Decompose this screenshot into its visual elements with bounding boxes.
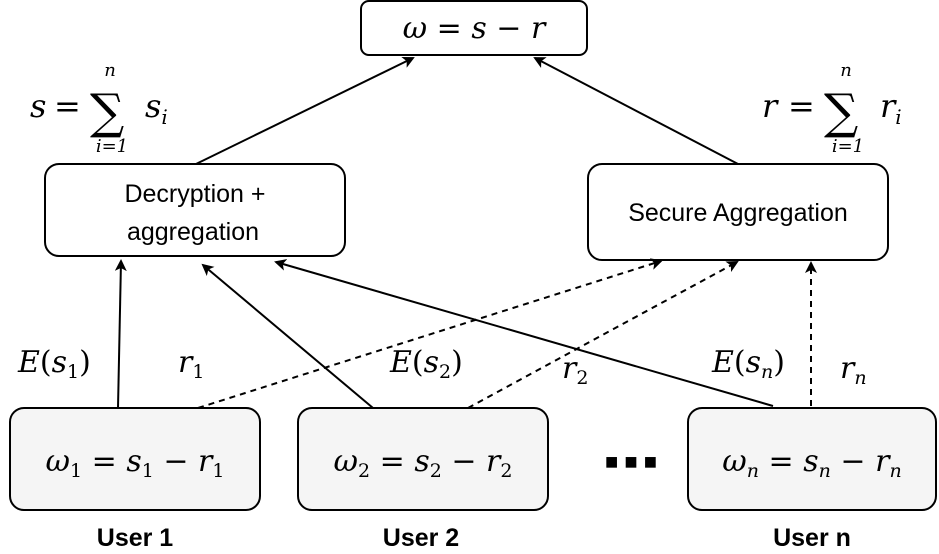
edge-label-e-s1: E(s1) xyxy=(17,345,91,383)
decryption-aggregation-box xyxy=(44,163,346,257)
decryption-label-line1: Decryption + xyxy=(124,180,265,208)
edge-label-e-sn: E(sn) xyxy=(711,345,785,383)
edge-label-rn: rn xyxy=(840,351,867,389)
arrow-user2-mask xyxy=(467,261,739,409)
r-sum-formula: r = ∑ n i=1 ri xyxy=(762,60,902,157)
user-2-box xyxy=(297,407,549,511)
svg-text:si: si xyxy=(145,87,168,129)
svg-text:s: s xyxy=(30,87,46,125)
arrow-user2-encrypted xyxy=(201,263,374,409)
user-1-formula: ω1 = s1 − r1 xyxy=(46,444,225,482)
omega-formula: ω = s − r xyxy=(403,11,547,46)
edge-label-r2: r2 xyxy=(562,351,588,389)
svg-text:∑: ∑ xyxy=(824,84,858,140)
arrow-user1-encrypted xyxy=(114,259,127,409)
secure-aggregation-label: Secure Aggregation xyxy=(628,199,848,227)
user-2-formula: ω2 = s2 − r2 xyxy=(334,444,513,482)
svg-text:i=1: i=1 xyxy=(96,136,128,157)
svg-text:=: = xyxy=(788,87,815,125)
edge-label-r1: r1 xyxy=(178,345,204,383)
arrow-decryption-to-omega xyxy=(195,56,415,165)
s-sum-formula: s = ∑ n i=1 si xyxy=(30,60,168,157)
arrow-secure-to-omega xyxy=(533,57,739,165)
omega-result-box xyxy=(360,0,588,56)
user-n-label: User n xyxy=(773,524,851,552)
user-n-box xyxy=(687,407,937,511)
user-1-box xyxy=(9,407,261,511)
user-n-formula: ωn = sn − rn xyxy=(722,444,901,482)
svg-text:=: = xyxy=(54,87,81,125)
svg-text:ri: ri xyxy=(880,87,902,129)
arrow-usern-encrypted xyxy=(274,259,774,407)
svg-text:∑: ∑ xyxy=(90,84,124,140)
ellipsis-more-users: ■ ■ ■ xyxy=(605,449,657,474)
svg-text:n: n xyxy=(840,60,852,81)
svg-text:r: r xyxy=(762,87,779,125)
edge-label-e-s2: E(s2) xyxy=(389,345,463,383)
arrow-user1-mask xyxy=(197,258,663,409)
user-1-label: User 1 xyxy=(97,524,174,552)
decryption-label-line2: aggregation xyxy=(127,218,259,246)
user-2-label: User 2 xyxy=(383,524,459,552)
svg-text:i=1: i=1 xyxy=(832,136,864,157)
svg-text:n: n xyxy=(104,60,116,81)
